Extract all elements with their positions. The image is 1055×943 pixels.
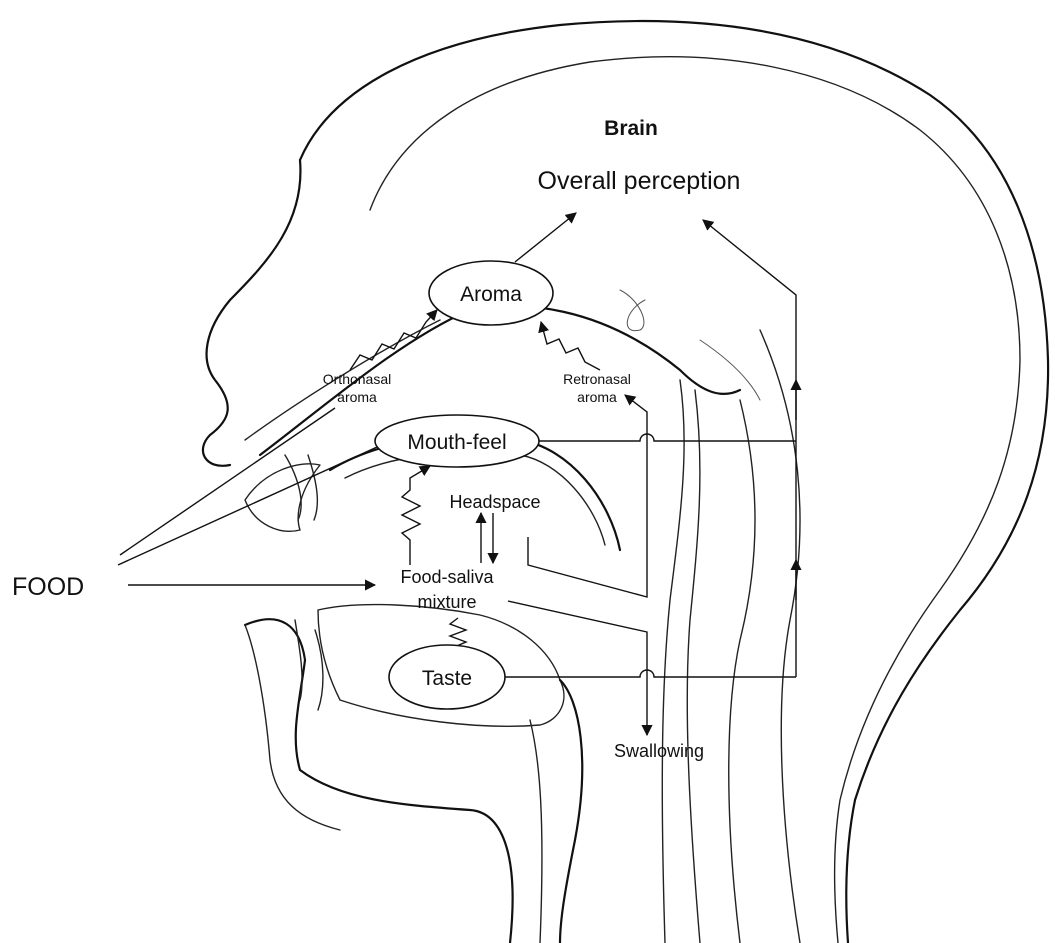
mouthfeel-to-collector-line bbox=[538, 434, 796, 441]
retronasal-label-line1: Retronasal bbox=[563, 371, 631, 387]
pharynx-wall-mid bbox=[687, 390, 700, 943]
taste-label: Taste bbox=[422, 667, 472, 690]
mouthfeel-label: Mouth-feel bbox=[407, 431, 506, 454]
food-saliva-label-line1: Food-saliva bbox=[400, 567, 494, 587]
overall-perception-label: Overall perception bbox=[538, 167, 741, 195]
taste-to-collector-line bbox=[504, 670, 796, 677]
epiglottis-outline bbox=[560, 680, 582, 943]
food-saliva-label-line2: mixture bbox=[417, 592, 476, 612]
upper-lip-outline bbox=[245, 464, 320, 531]
headspace-label: Headspace bbox=[449, 492, 540, 512]
pharynx-wall-left bbox=[662, 380, 684, 943]
orthonasal-to-aroma-zigzag bbox=[350, 310, 437, 370]
swallowing-label: Swallowing bbox=[614, 741, 704, 761]
food-label: FOOD bbox=[12, 573, 84, 601]
head-outline bbox=[203, 21, 1048, 943]
brain-heading: Brain bbox=[604, 117, 658, 140]
orthonasal-label-line2: aroma bbox=[337, 389, 377, 405]
food-to-mouthfeel-line bbox=[118, 442, 388, 565]
retronasal-to-aroma-zigzag bbox=[541, 322, 600, 370]
spine-front-outline bbox=[729, 400, 755, 943]
throat-front-outline bbox=[530, 720, 542, 943]
aroma-label: Aroma bbox=[460, 283, 522, 306]
spine-back-outline bbox=[760, 330, 800, 943]
orthonasal-label-line1: Orthonasal bbox=[323, 371, 391, 387]
aroma-to-perception-arrow bbox=[515, 213, 576, 262]
lower-lip-outline bbox=[245, 625, 340, 830]
retronasal-label-line2: aroma bbox=[577, 389, 617, 405]
mixture-to-mouthfeel-zigzag bbox=[402, 466, 430, 565]
face-outer-outline bbox=[203, 160, 301, 466]
headspace-to-retronasal-line bbox=[528, 395, 647, 597]
skull-base-sketch bbox=[620, 290, 760, 400]
